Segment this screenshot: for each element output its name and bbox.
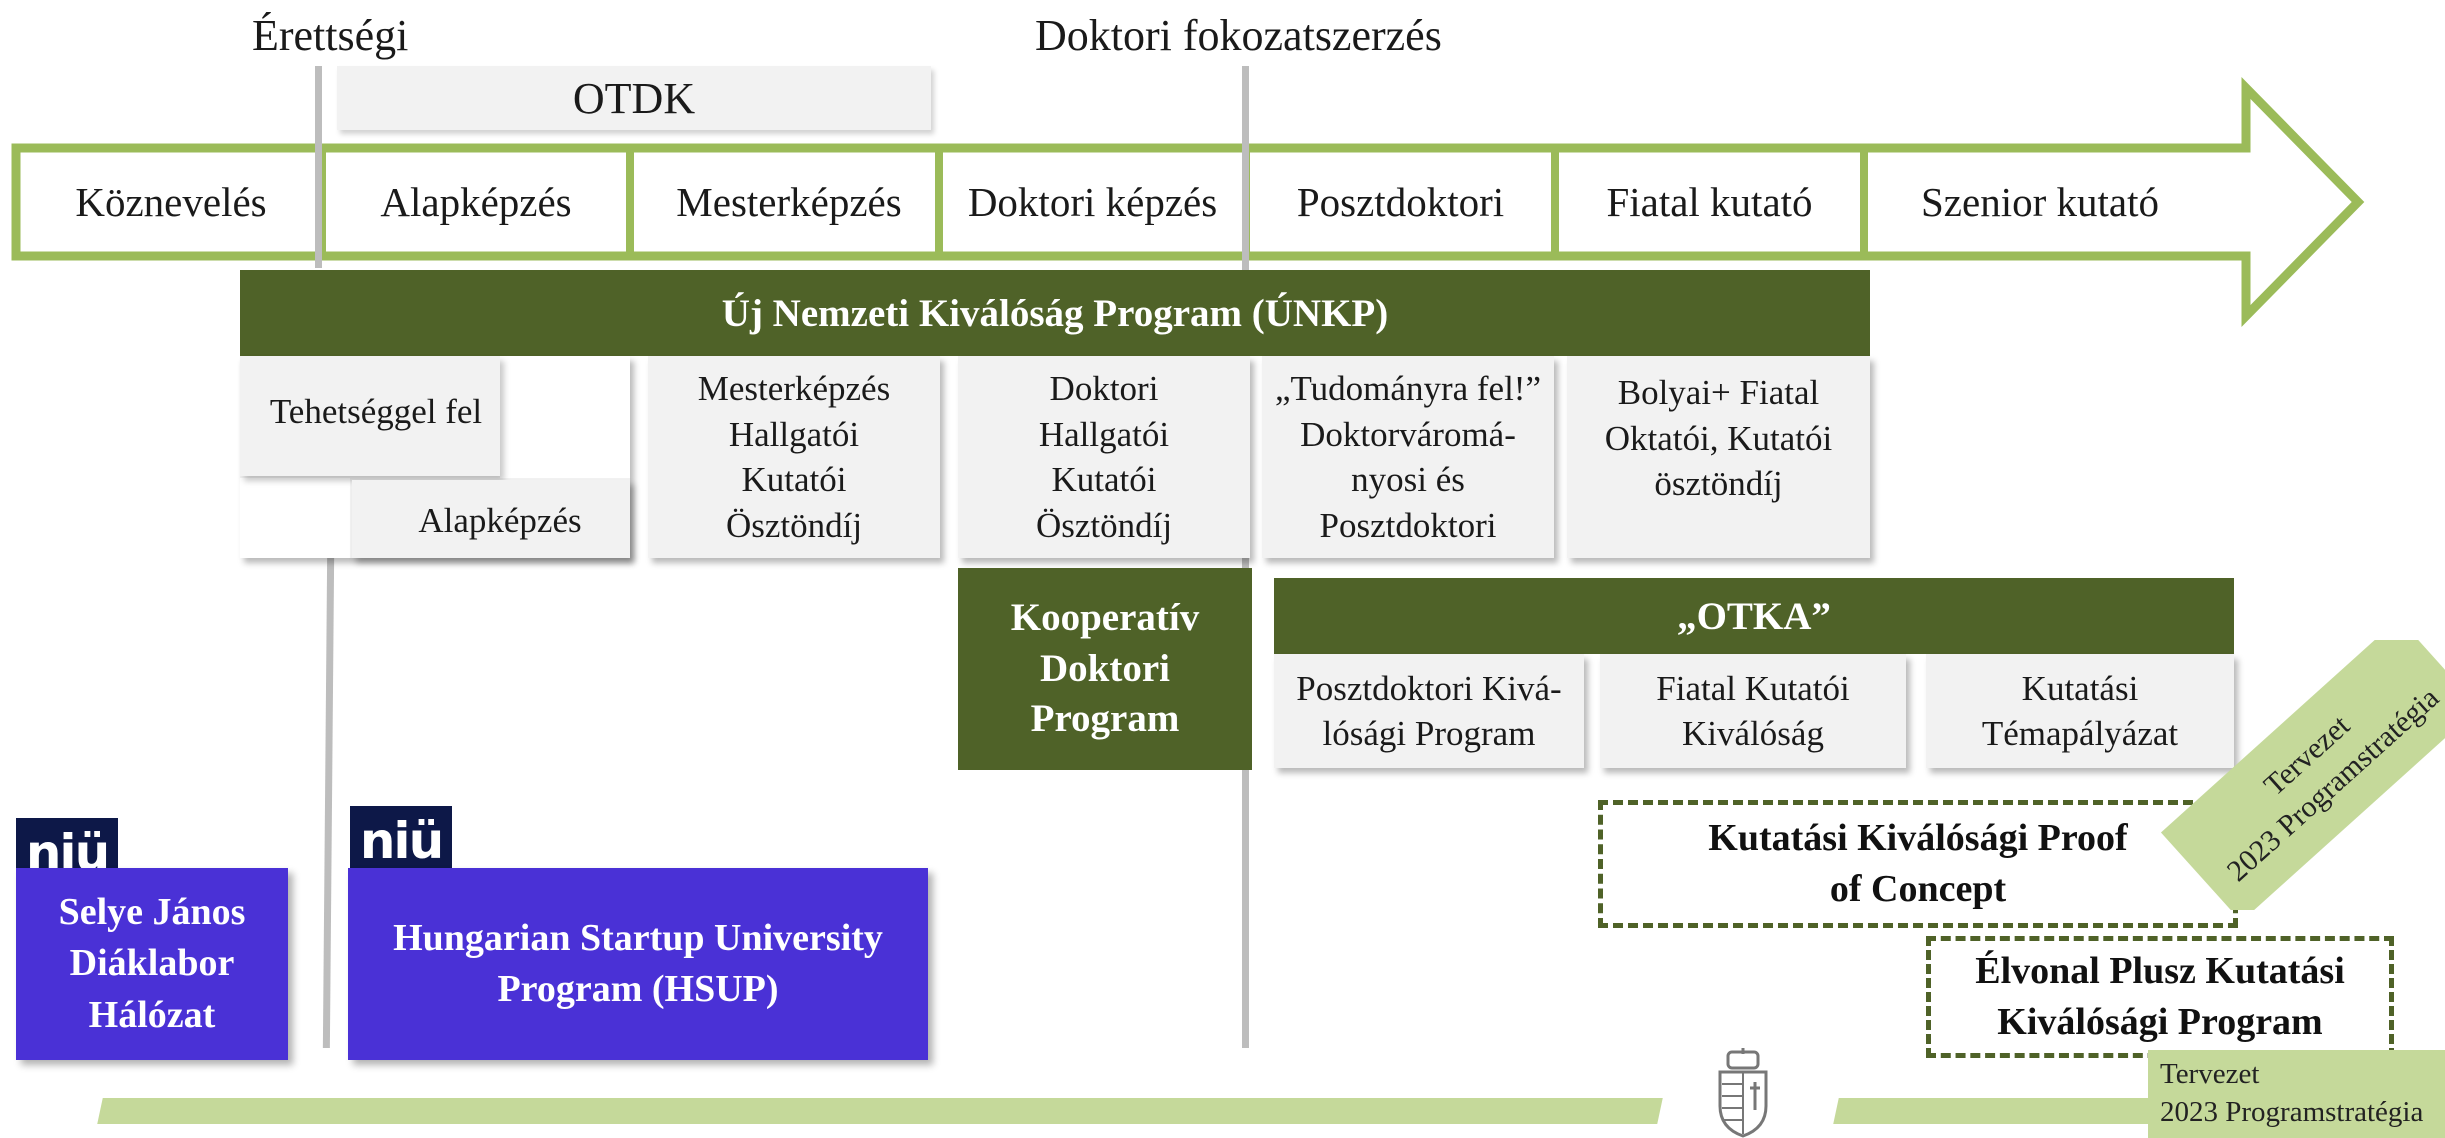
proof-of-concept-box: Kutatási Kiválósági Proof of Concept bbox=[1598, 800, 2238, 928]
tehetseggel-box bbox=[240, 356, 500, 476]
tervezet-rotated-wrapper: Tervezet 2023 Programstratégia bbox=[2150, 640, 2445, 910]
otka-box-temapalyazat: Kutatási Témapályázat bbox=[1926, 654, 2234, 768]
stage-koznevelés: Köznevelés bbox=[75, 179, 267, 225]
otka-title: „OTKA” bbox=[1677, 594, 1831, 638]
unkp-bar: Új Nemzeti Kiválóság Program (ÚNKP) bbox=[240, 270, 1870, 356]
doktori-fokozat-label: Doktori fokozatszerzés bbox=[1035, 11, 1442, 60]
tervezet-rotated: Tervezet 2023 Programstratégia bbox=[2160, 640, 2445, 910]
alapkepzes-text: Alapképzés bbox=[418, 501, 582, 541]
otka-box-fiatal: Fiatal Kutatói Kiválóság bbox=[1600, 654, 1906, 768]
otdk-box: OTDK bbox=[337, 66, 931, 130]
tehetseggel-text: Tehetséggel fel bbox=[269, 392, 483, 432]
elvonal-box: Élvonal Plusz Kutatási Kiválósági Progra… bbox=[1926, 936, 2394, 1058]
bolyai-text: Bolyai+ Fiatal Oktatói, Kutatói ösztöndí… bbox=[1604, 373, 1833, 503]
stage-mesterkepzes: Mesterképzés bbox=[676, 179, 902, 225]
alapkepzes-box bbox=[352, 480, 630, 558]
bottom-bar-left bbox=[97, 1098, 1663, 1124]
unkp-box-notch-lower bbox=[240, 478, 350, 558]
stage-fiatal-kutato: Fiatal kutató bbox=[1606, 179, 1813, 225]
niu-logo-text: niü bbox=[359, 812, 444, 870]
erettsegi-label: Érettségi bbox=[252, 11, 409, 60]
stage-alapkepzes: Alapképzés bbox=[380, 179, 572, 225]
selye-box: Selye János Diáklabor Hálózat bbox=[16, 868, 288, 1060]
coat-of-arms-icon bbox=[1718, 1048, 1768, 1138]
unkp-title: Új Nemzeti Kiválóság Program (ÚNKP) bbox=[721, 291, 1389, 335]
erettsegi-line-bottom bbox=[322, 558, 335, 1048]
kooperativ-box: Kooperatív Doktori Program bbox=[958, 568, 1252, 770]
niu-logo-hsup: niü bbox=[350, 806, 452, 876]
unkp-box-tudomanyra: „Tudományra fel!” Doktorváromá- nyosi és… bbox=[1262, 356, 1554, 558]
unkp-box-bolyai: Bolyai+ Fiatal Oktatói, Kutatói ösztöndí… bbox=[1567, 356, 1870, 558]
otdk-label: OTDK bbox=[572, 73, 696, 123]
stage-szenior-kutato: Szenior kutató bbox=[1921, 179, 2159, 225]
otka-box-posztdoktori: Posztdoktori Kivá- lósági Program bbox=[1274, 654, 1584, 768]
unkp-box-doktori: Doktori Hallgatói Kutatói Ösztöndíj bbox=[958, 356, 1250, 558]
erettsegi-line-top bbox=[315, 66, 322, 268]
unkp-box-notch bbox=[500, 356, 630, 478]
unkp-box-mesterkepzes: Mesterképzés Hallgatói Kutatói Ösztöndíj bbox=[648, 356, 940, 558]
tervezet-bottom: Tervezet 2023 Programstratégia bbox=[2148, 1050, 2445, 1138]
stage-posztdoktori: Posztdoktori bbox=[1296, 179, 1505, 225]
otka-bar: „OTKA” bbox=[1274, 578, 2234, 654]
stage-doktori-kepzes: Doktori képzés bbox=[967, 179, 1218, 225]
hsup-box: Hungarian Startup University Program (HS… bbox=[348, 868, 928, 1060]
